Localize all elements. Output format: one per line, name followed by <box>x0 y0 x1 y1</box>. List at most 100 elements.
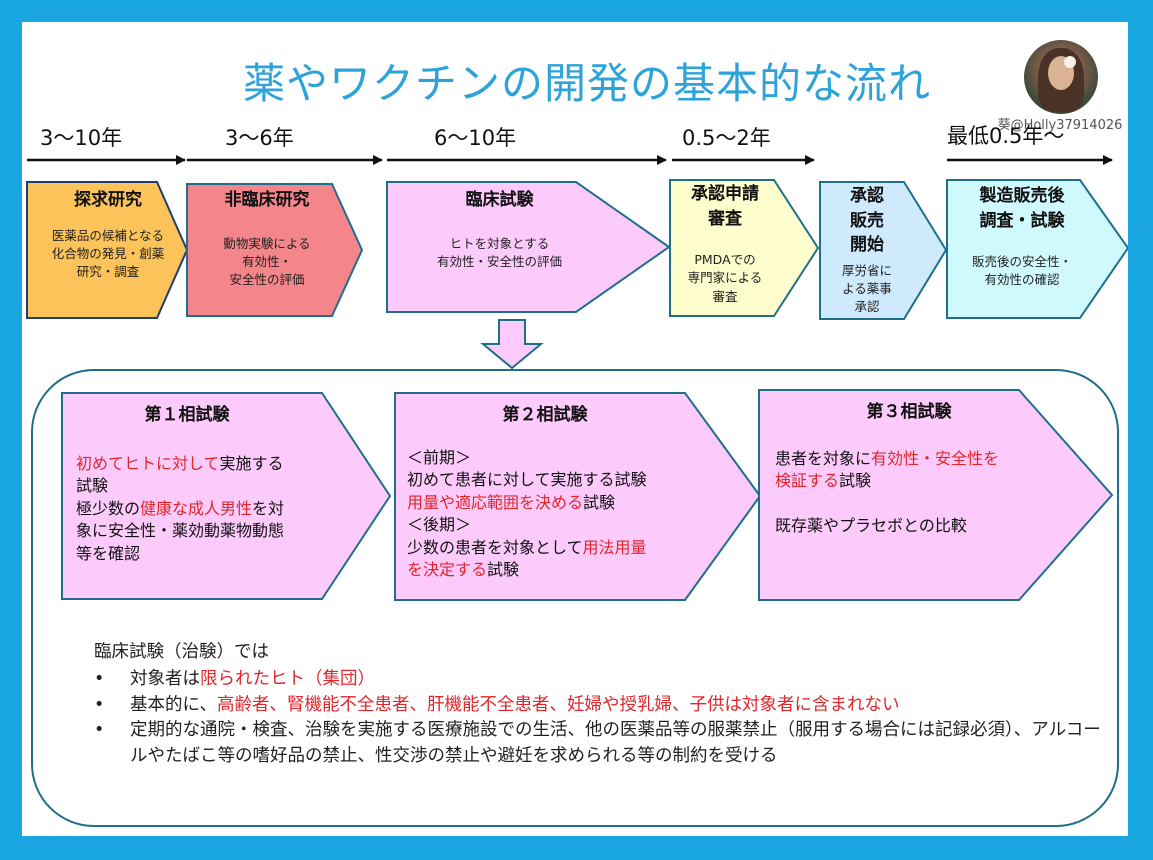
highlight-text: 用法用量 <box>582 537 647 557</box>
period-label-2: 3〜6年 <box>225 126 294 150</box>
phase-title: 第３相試験 <box>866 402 952 422</box>
stage-desc-line: 医薬品の候補となる <box>51 227 165 243</box>
bullet-icon: • <box>94 720 105 741</box>
stage-approval-launch: 承認 販売 開始 厚労省に よる薬事 承認 <box>822 184 912 316</box>
stage-title-line: 審査 <box>708 208 742 229</box>
stage-title: 臨床試験 <box>465 190 534 210</box>
body-text: 実施する <box>219 454 284 473</box>
period-label-3: 6〜10年 <box>434 126 517 150</box>
notes-item: • 定期的な通院・検査、治験を実施する医療施設での生活、他の医薬品等の服薬禁止（服… <box>94 718 1104 769</box>
phase-body-line: 検証する試験 <box>775 470 1059 492</box>
highlight-text: 限られたヒト（集団） <box>200 669 375 690</box>
stage-desc-line: 承認 <box>854 299 880 315</box>
stage-title: 承認申請 審査 <box>670 182 780 231</box>
body-text: 試験 <box>583 492 616 512</box>
body-text: 対象者は <box>130 669 200 690</box>
stage-desc-line: 有効性・ <box>241 253 292 269</box>
phase-container <box>31 369 1119 827</box>
phase-body-line: 象に安全性・薬効動薬物動態 <box>76 520 312 542</box>
slide: 薬やワクチンの開発の基本的な流れ 葵@Holly37914026 3〜10年 3… <box>22 22 1128 836</box>
phase-2: 第２相試験 ＜前期＞初めて患者に対して実施する試験用量や適応範囲を決める試験＜後… <box>395 400 695 581</box>
avatar <box>1024 40 1098 114</box>
phase-3: 第３相試験 患者を対象に有効性・安全性を検証する試験 既存薬やプラセボとの比較 <box>759 397 1059 538</box>
stage-desc-line: よる薬事 <box>842 281 892 297</box>
stage-post-marketing: 製造販売後 調査・試験 販売後の安全性・ 有効性の確認 <box>952 184 1092 290</box>
down-arrow <box>480 319 544 370</box>
highlight-text: 高齢者、腎機能不全患者、肝機能不全患者、妊婦や授乳婦、子供は対象者に含まれない <box>216 694 900 715</box>
phase-body-line: 初めて患者に対して実施する試験 <box>407 469 695 491</box>
period-label-4: 0.5〜2年 <box>682 126 771 150</box>
page-title: 薬やワクチンの開発の基本的な流れ <box>242 59 931 108</box>
stage-title-line: 承認申請 <box>691 184 759 204</box>
body-text: 少数の患者を対象として <box>407 537 583 557</box>
body-text: 試験 <box>487 559 520 579</box>
phase-body-line: を決定する試験 <box>407 559 695 581</box>
phase-1: 第１相試験 初めてヒトに対して実施する試験極少数の健康な成人男性を対象に安全性・… <box>62 400 312 565</box>
diagram-shapes <box>26 155 1128 827</box>
stage-shape-5 <box>819 181 948 320</box>
bullet-icon: • <box>94 669 105 690</box>
body-text: 等を確認 <box>76 543 141 563</box>
notes-item: • 対象者は限られたヒト（集団） <box>94 667 1104 692</box>
phase-body-line: 初めてヒトに対して実施する <box>76 453 312 475</box>
phase-body-line: 等を確認 <box>76 543 312 565</box>
stage-desc-line: 販売後の安全性・ <box>971 254 1072 270</box>
body-text: 既存薬やプラセボとの比較 <box>775 516 967 536</box>
highlight-text: 初めてヒトに対して <box>76 454 220 473</box>
stage-desc-line: 厚労省に <box>841 262 892 278</box>
notes-item: • 基本的に、高齢者、腎機能不全患者、肝機能不全患者、妊婦や授乳婦、子供は対象者に… <box>94 693 1104 718</box>
stage-desc-line: 専門家による <box>687 270 763 286</box>
body-text: 基本的に、 <box>130 694 217 715</box>
phase-title: 第１相試験 <box>144 405 230 425</box>
stage-desc-line: PMDAでの <box>694 252 756 268</box>
highlight-text: を決定する <box>407 559 488 579</box>
stage-desc: PMDAでの 専門家による 審査 <box>670 251 780 305</box>
stage-desc-line: ヒトを対象とする <box>449 235 550 251</box>
body-text: 初めて患者に対して実施する試験 <box>407 470 647 490</box>
phase-shape-3 <box>758 389 1114 601</box>
period-label-5: 最低0.5年〜 <box>947 124 1065 148</box>
stage-title: 非臨床研究 <box>224 190 310 210</box>
highlight-text: 検証する <box>775 471 840 491</box>
stage-title-line: 販売 <box>850 210 884 231</box>
body-text: 象に安全性・薬効動薬物動態 <box>76 521 285 541</box>
stage-title: 承認 販売 開始 <box>822 184 912 258</box>
phase-body-line: 試験 <box>76 475 312 497</box>
stage-nonclinical: 非臨床研究 動物実験による 有効性・ 安全性の評価 <box>192 188 342 289</box>
stage-shape-6 <box>946 179 1128 319</box>
period-label-1: 3〜10年 <box>40 126 123 150</box>
highlight-text: 用量や適応範囲を決める <box>407 492 584 512</box>
stage-shape-3 <box>386 181 671 313</box>
highlight-text: 有効性・安全性を <box>871 449 1000 468</box>
stage-title-line: 開始 <box>850 235 884 256</box>
stage-desc: 厚労省に よる薬事 承認 <box>822 262 912 316</box>
stage-desc-line: 動物実験による <box>223 235 311 251</box>
bullet-icon: • <box>94 694 105 715</box>
stage-shape-1 <box>26 181 189 319</box>
phase-body-line: 用量や適応範囲を決める試験 <box>407 492 695 514</box>
body-text: ＜前期＞ <box>407 448 472 467</box>
stage-shape-4 <box>669 179 820 317</box>
phase-shape-1 <box>61 392 392 600</box>
clinical-trial-notes: 臨床試験（治験）では • 対象者は限られたヒト（集団） • 基本的に、高齢者、腎機能不… <box>94 640 1104 769</box>
stage-clinical: 臨床試験 ヒトを対象とする 有効性・安全性の評価 <box>392 188 607 271</box>
body-text: 定期的な通院・検査、治験を実施する医療施設での生活、他の医薬品等の服薬禁止（服用… <box>130 720 1101 766</box>
notes-heading: 臨床試験（治験）では <box>94 642 269 662</box>
stage-desc: 医薬品の候補となる 化合物の発見・創薬 研究・調査 <box>32 227 184 281</box>
phase-body: ＜前期＞初めて患者に対して実施する試験用量や適応範囲を決める試験＜後期＞少数の患… <box>395 447 695 581</box>
phase-body: 患者を対象に有効性・安全性を検証する試験 既存薬やプラセボとの比較 <box>759 448 1059 538</box>
stage-desc: ヒトを対象とする 有効性・安全性の評価 <box>392 235 607 271</box>
phase-body: 初めてヒトに対して実施する試験極少数の健康な成人男性を対象に安全性・薬効動薬物動… <box>62 453 312 565</box>
stage-desc: 販売後の安全性・ 有効性の確認 <box>952 253 1092 289</box>
stage-title-line: 調査・試験 <box>979 210 1065 231</box>
stage-title-line: 承認 <box>850 186 884 206</box>
phase-body-line: ＜後期＞ <box>407 514 695 536</box>
body-text: ＜後期＞ <box>407 515 472 535</box>
stage-desc: 動物実験による 有効性・ 安全性の評価 <box>192 235 342 289</box>
stage-approval-review: 承認申請 審査 PMDAでの 専門家による 審査 <box>670 182 780 306</box>
stage-desc-line: 有効性の確認 <box>984 272 1060 288</box>
body-text: 患者を対象に <box>775 449 872 468</box>
stage-title: 探求研究 <box>74 190 142 210</box>
stage-desc-line: 安全性の評価 <box>229 271 305 287</box>
phase-body-line <box>775 493 1059 515</box>
